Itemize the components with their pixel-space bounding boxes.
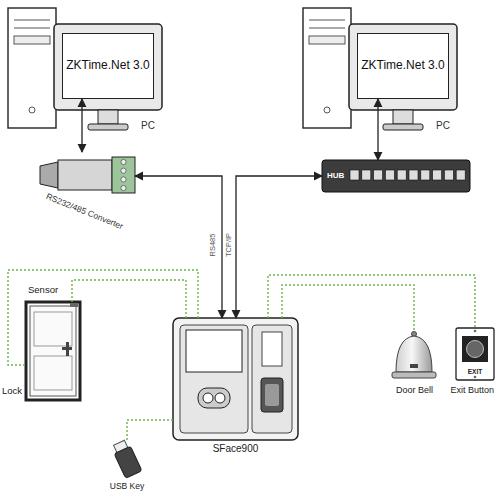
converter-body — [40, 157, 135, 193]
illustration-part — [186, 330, 242, 372]
illustration-part — [474, 330, 477, 333]
illustration-part — [462, 336, 488, 362]
pc-computer — [8, 8, 162, 130]
illustration-part — [114, 446, 142, 478]
terminal-device — [173, 318, 298, 440]
pc-computer — [303, 8, 457, 130]
converter-label: RS232/485 Converter — [44, 192, 124, 231]
illustration-part — [121, 159, 126, 190]
illustration-part — [467, 341, 484, 358]
control-wire — [72, 280, 186, 318]
converter: RS232/485 Converter — [40, 152, 135, 192]
usb-label: USB Key — [97, 482, 157, 491]
illustration-part — [34, 312, 72, 346]
hub: HUB — [322, 160, 470, 192]
illustration-part — [198, 388, 230, 408]
illustration-part — [350, 170, 359, 180]
illustration-part — [410, 364, 418, 368]
exit-button — [456, 328, 494, 380]
illustration-part — [173, 318, 298, 440]
usb-key — [111, 439, 142, 478]
illustration-part — [121, 159, 126, 164]
illustration-part — [409, 170, 418, 180]
device-label: SFace900 — [173, 443, 298, 454]
usb-key: USB Key — [112, 442, 142, 478]
illustration-part — [433, 170, 442, 180]
illustration-part — [396, 336, 432, 372]
illustration-part — [362, 170, 371, 180]
illustration-part — [58, 160, 112, 190]
bell-label: Door Bell — [382, 386, 447, 396]
terminal-device: SFace900 — [173, 318, 298, 440]
data-connector — [236, 176, 322, 318]
lock-label: Lock — [2, 386, 22, 396]
exit-label: Exit Button — [450, 386, 494, 396]
data-connector — [135, 176, 222, 318]
exit-plate: EXITExit Button — [456, 328, 494, 380]
edge-label: TCP/IP — [225, 232, 233, 258]
door-bell — [392, 332, 436, 379]
illustration-part — [40, 162, 58, 188]
pc-label: PC — [436, 120, 450, 131]
data-connector — [377, 99, 378, 160]
illustration-part — [265, 384, 279, 406]
illustration-part — [121, 168, 126, 173]
illustration-part — [374, 170, 383, 180]
illustration-part — [322, 160, 470, 192]
door: SensorLock — [26, 302, 80, 400]
control-wire — [282, 285, 414, 330]
illustration-part — [444, 170, 453, 180]
pc-screen: ZKTime.Net 3.0PC — [62, 33, 154, 99]
software-name: ZKTime.Net 3.0 — [361, 59, 445, 72]
illustration-part — [456, 328, 494, 380]
illustration-part — [180, 325, 248, 433]
illustration-part — [262, 332, 282, 366]
control-wire — [127, 420, 173, 442]
sensor-label: Sensor — [28, 285, 58, 295]
illustration-part — [252, 325, 292, 433]
illustration-part — [112, 157, 135, 193]
illustration-part — [421, 170, 430, 180]
illustration-part — [203, 393, 213, 403]
illustration-part — [34, 356, 72, 390]
data-connector — [81, 99, 82, 152]
pc-label: PC — [141, 120, 155, 131]
illustration-part — [121, 186, 126, 191]
illustration-part — [385, 170, 394, 180]
hub-label: HUB — [327, 172, 344, 181]
illustration-part — [397, 170, 406, 180]
illustration-part — [474, 376, 477, 379]
edge-label: RS485 — [209, 233, 217, 258]
illustration-part — [121, 177, 126, 182]
exit-text: EXIT — [468, 368, 482, 375]
control-wire — [268, 275, 475, 328]
door — [26, 302, 80, 400]
illustration-part — [215, 393, 225, 403]
illustration-part — [26, 302, 80, 400]
software-name: ZKTime.Net 3.0 — [66, 59, 150, 72]
illustration-part — [70, 303, 78, 307]
door-bell: Door Bell — [392, 330, 437, 380]
hub-body — [322, 160, 470, 192]
control-wire — [8, 270, 198, 365]
illustration-part — [261, 378, 283, 412]
pc-screen: ZKTime.Net 3.0PC — [357, 33, 449, 99]
illustration-part — [350, 170, 465, 180]
illustration-part — [30, 306, 76, 396]
illustration-part — [62, 347, 72, 350]
illustration-part — [392, 372, 436, 378]
illustration-part — [456, 170, 465, 180]
